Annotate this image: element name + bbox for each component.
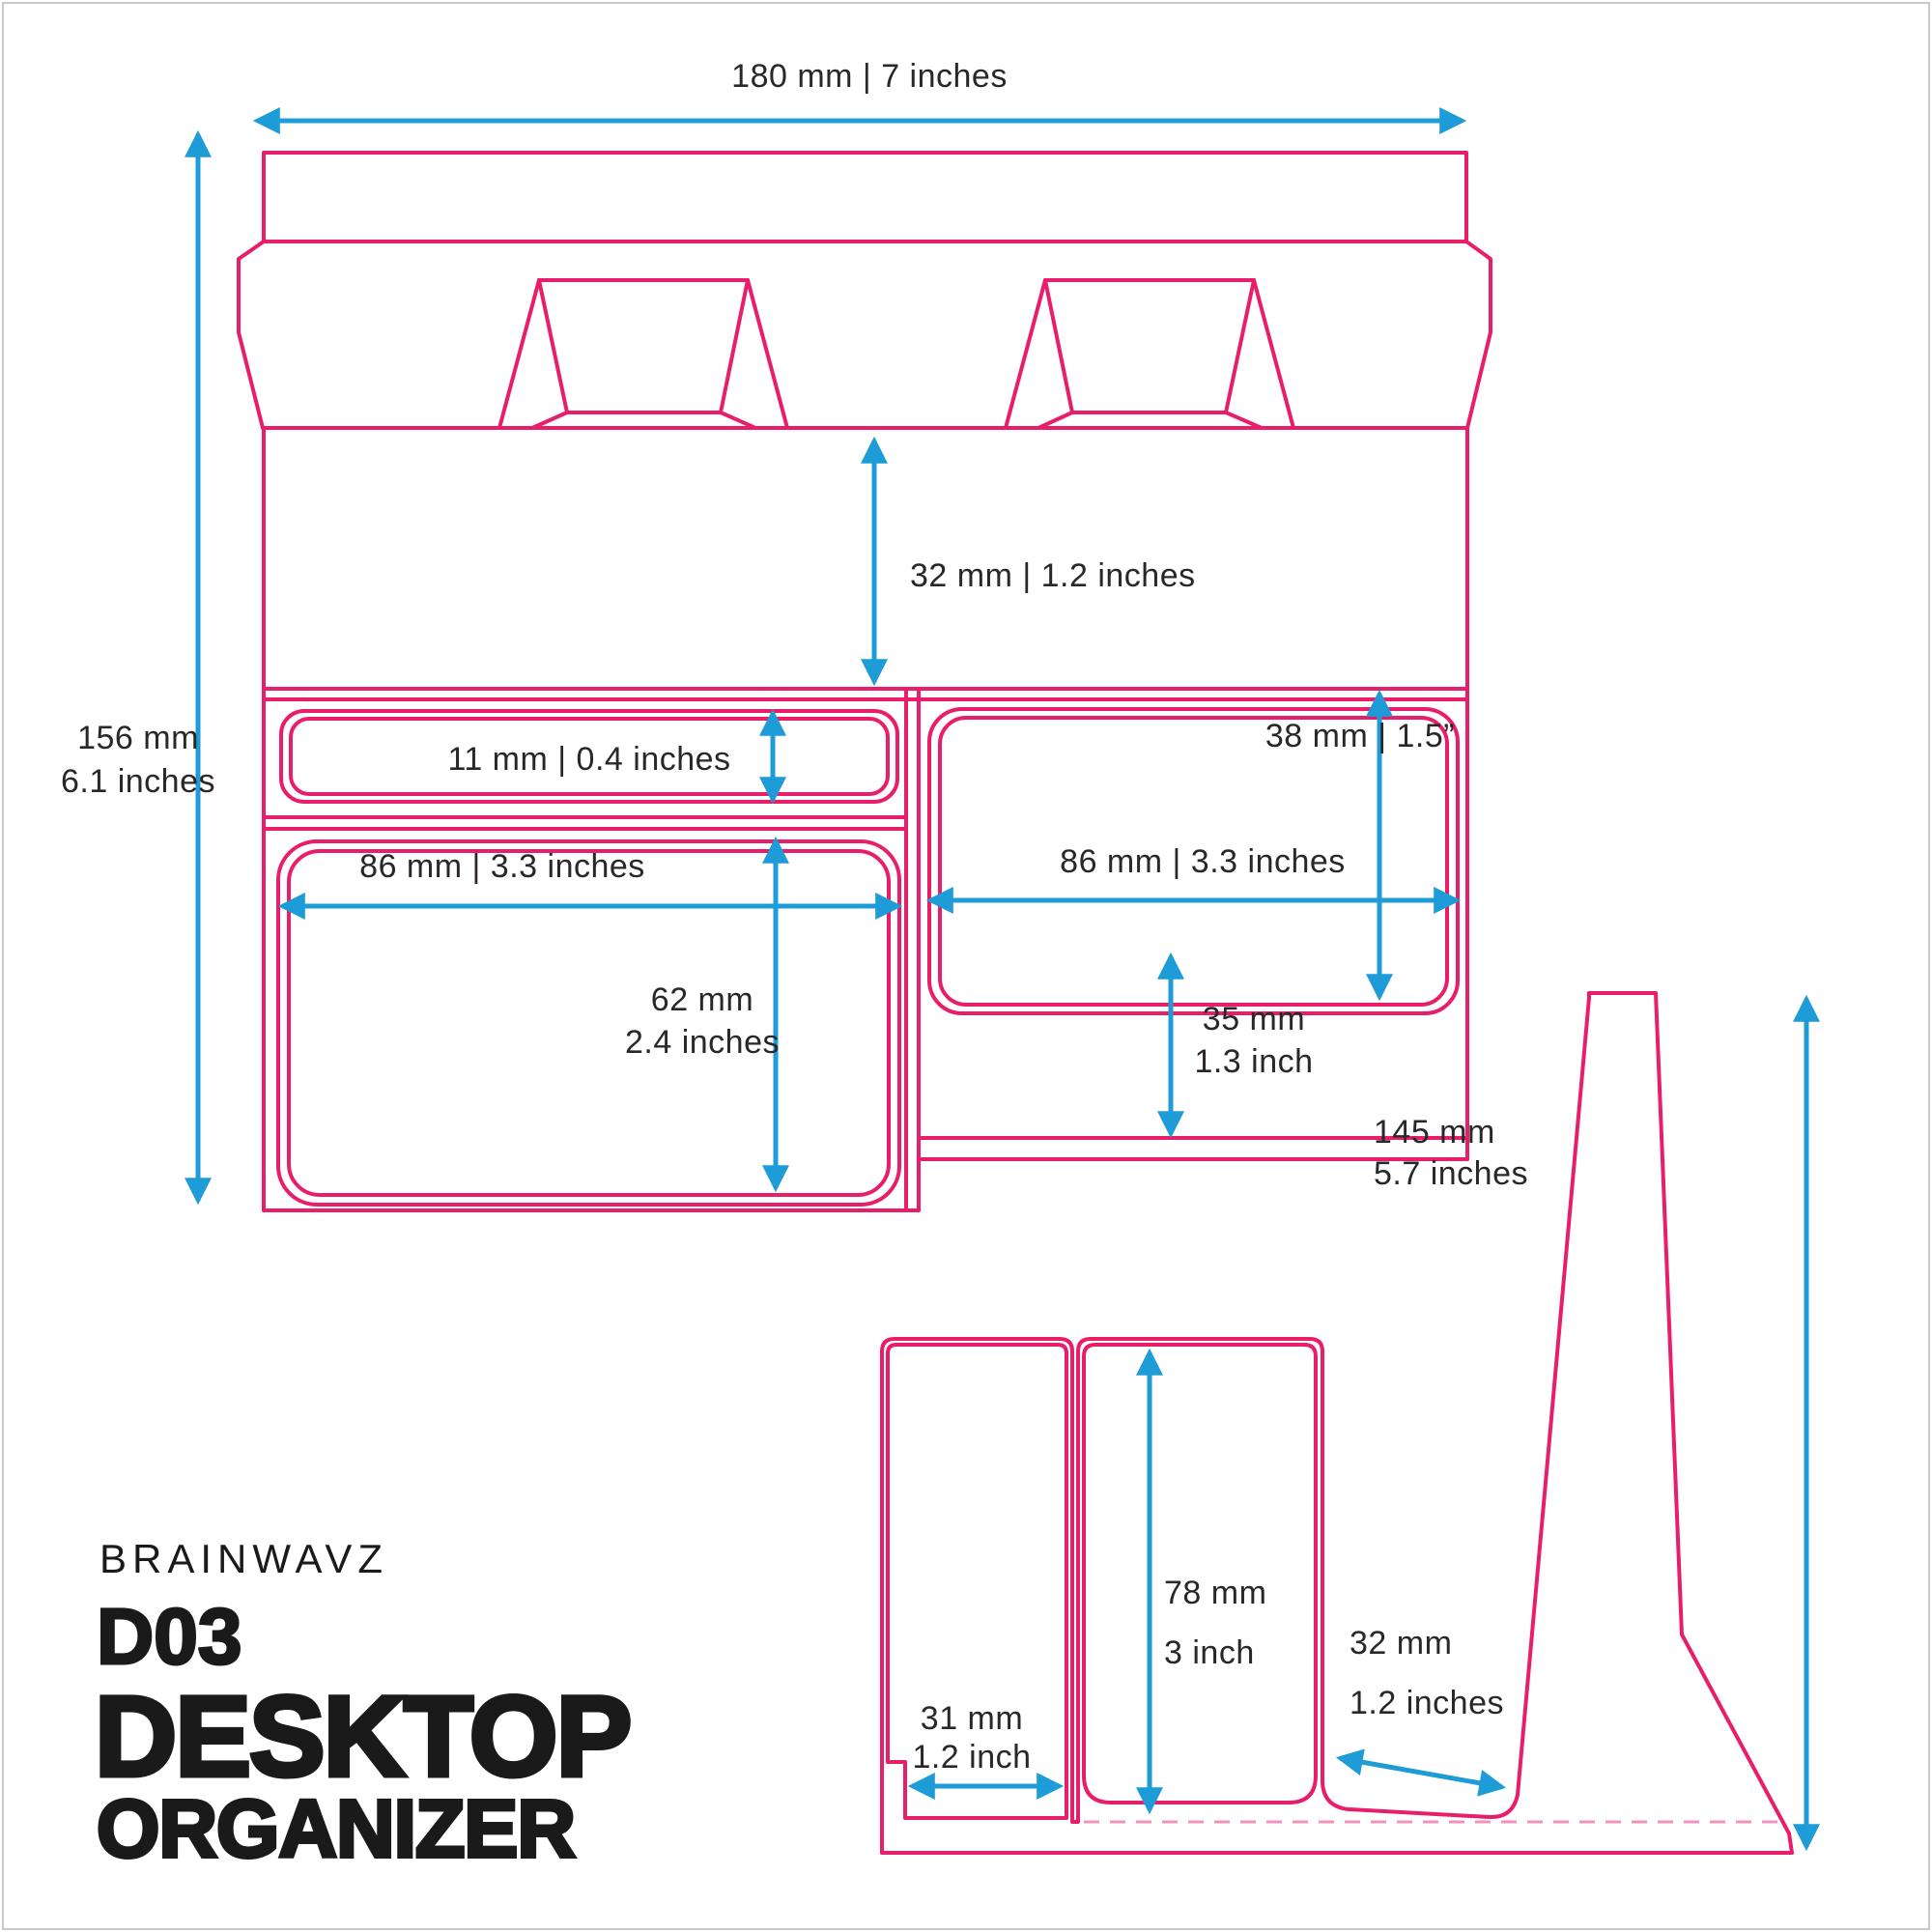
right-compartment-height-label: 38 mm | 1.5”: [1265, 718, 1455, 754]
tray-depth-label: 32 mm | 1.2 inches: [910, 557, 1196, 594]
right-compartment-inner: [938, 716, 1449, 1007]
side-view-drawing: [880, 991, 1794, 1855]
dimension-labels: 180 mm | 7 inches 156 mm 6.1 inches 32 m…: [61, 58, 1528, 1776]
cutout-outer-slants: [1004, 278, 1295, 430]
left-compartment-outer: [276, 839, 901, 1207]
left-compartment-depth-label-line1: 62 mm: [651, 981, 753, 1018]
pen-slot-inner: [289, 717, 890, 796]
left-compartment-width-label: 86 mm | 3.3 inches: [359, 848, 645, 885]
right-lower-depth-label-line2: 1.3 inch: [1194, 1043, 1313, 1080]
side-profile-outline: [880, 991, 1794, 1855]
side-slot-width-label-line1: 32 mm: [1350, 1625, 1452, 1662]
overall-height-label-line2: 6.1 inches: [61, 763, 215, 800]
rim-left-bevel: [237, 240, 266, 430]
cutout-inner-slants: [537, 278, 750, 414]
right-slot-cutout: [1004, 278, 1295, 430]
slot-depth-label-line1: 78 mm: [1164, 1575, 1266, 1611]
product-title-line1: DESKTOP: [95, 1673, 630, 1801]
back-panel-outline: [262, 151, 1468, 243]
center-divider-lines: [904, 687, 921, 1212]
model-number: D03: [97, 1593, 242, 1681]
left-compartment-inner: [287, 849, 891, 1197]
section-side-lines: [262, 687, 1469, 1212]
product-title-line2: ORGANIZER: [97, 1783, 575, 1874]
side-overall-height-label-line1: 145 mm: [1374, 1114, 1495, 1151]
pen-slot-label: 11 mm | 0.4 inches: [447, 741, 730, 778]
section-bottom-lines: [262, 1136, 1469, 1212]
front-slot-width-label-line1: 31 mm: [921, 1700, 1023, 1737]
right-compartment-width-label: 86 mm | 3.3 inches: [1060, 843, 1346, 880]
tray-side-walls: [262, 426, 1469, 691]
middle-slot-outline: [1082, 1343, 1318, 1804]
left-slot-cutout: [497, 278, 789, 430]
right-lower-depth-label-line1: 35 mm: [1203, 1001, 1305, 1037]
pen-slot-outer: [279, 709, 899, 804]
title-block: BRAINWAVZ D03 DESKTOP ORGANIZER: [93, 1536, 635, 1876]
left-compartment-depth-label-line2: 2.4 inches: [625, 1024, 780, 1061]
top-view-drawing: [237, 151, 1492, 1212]
slot-depth-label-line2: 3 inch: [1164, 1634, 1255, 1671]
front-slot-outline: [886, 1343, 1068, 1820]
cutout-outer-slants: [497, 278, 789, 430]
cutout-inner-slants: [1043, 278, 1256, 414]
section-top-lines: [262, 687, 1469, 701]
front-slot-width-label-line2: 1.2 inch: [912, 1739, 1031, 1776]
dimension-arrows: [185, 107, 1820, 1852]
side-slot-width-label-line2: 1.2 inches: [1350, 1685, 1504, 1721]
compartment-section: [262, 687, 1469, 1212]
arrow-side-slot-width: [1335, 1748, 1507, 1797]
side-overall-height-label-line2: 5.7 inches: [1374, 1155, 1528, 1192]
overall-width-label: 180 mm | 7 inches: [731, 58, 1008, 95]
brand-name: BRAINWAVZ: [99, 1536, 388, 1581]
overall-height-label-line1: 156 mm: [77, 720, 199, 756]
left-divider-lines: [262, 815, 908, 831]
cutout-floor: [1037, 411, 1264, 430]
cutout-floor: [530, 411, 757, 430]
rim-right-bevel: [1464, 240, 1492, 430]
right-compartment-outer: [927, 707, 1460, 1015]
